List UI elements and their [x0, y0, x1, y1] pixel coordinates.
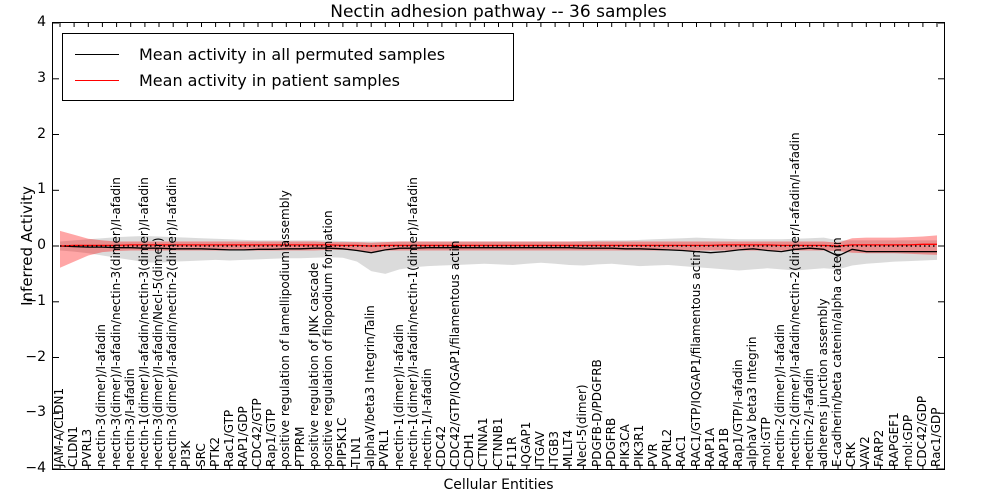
x-tick-label: RAP1A [702, 427, 717, 467]
x-tick-label: CTNNB1 [490, 417, 505, 467]
x-tick-label: CTNNA1 [476, 417, 491, 467]
x-tick-label: mol:GDP [900, 414, 915, 467]
x-tick-label: nectin-1/I-afadin [419, 368, 434, 467]
x-tick-label: RAPGEF1 [886, 412, 901, 467]
x-tick-label: PIK3CA [617, 424, 632, 467]
y-tick-label: −4 [25, 460, 46, 476]
x-tick-label: nectin-1(dimer)/I-afadin [391, 324, 406, 467]
x-tick-label: ITGAV [532, 431, 547, 467]
x-tick-label: PTPRM [292, 426, 307, 468]
x-tick-label: PVRL1 [377, 428, 392, 467]
x-tick-label: Rac1/GDP [929, 407, 943, 467]
x-tick-label: nectin-3(dimer)/I-afadin/Necl-5(dimer) [151, 237, 165, 467]
y-tick-label: −3 [25, 404, 46, 421]
x-tick-label: CDC42/GDP [914, 395, 929, 467]
x-tick-label: positive regulation of filopodium format… [320, 210, 335, 467]
x-tick-label: alphaV beta3 Integrin [745, 336, 760, 467]
x-tick-label: ITGB3 [547, 430, 562, 467]
x-tick-label: CDC42 [433, 425, 448, 467]
x-tick-label: VAV2 [858, 436, 873, 467]
line-permuted [59, 245, 937, 257]
x-tick-label: PTK2 [207, 436, 222, 467]
x-tick-label: nectin-3/I-afadin [122, 368, 137, 467]
y-tick-label: 4 [37, 14, 46, 30]
tick-marks [53, 23, 944, 469]
x-tick-label: PDGFB-D/PDGFRB [589, 359, 604, 467]
y-tick-label: 0 [37, 237, 46, 253]
x-tick-label: nectin-1(dimer)/I-afadin/nectin-1(dimer)… [405, 177, 420, 467]
x-tick-label: adherens junction assembly [815, 298, 830, 467]
x-tick-label: MLLT4 [561, 429, 576, 467]
x-tick-label: nectin-2(dimer)/I-afadin/nectin-2(dimer/… [787, 132, 802, 467]
x-tick-label: F11R [504, 436, 519, 467]
x-axis-label: Cellular Entities [443, 477, 554, 493]
x-tick-label: CDH1 [462, 432, 477, 467]
x-tick-label: nectin-1(dimer)/I-afadin/nectin-3(dimer)… [136, 177, 151, 467]
y-tick-label: 1 [37, 181, 46, 198]
x-tick-label: E-cadherin/beta catenin/alpha catenin [830, 237, 844, 467]
y-tick-label: 2 [37, 125, 46, 142]
legend-label-permuted: Mean activity in all permuted samples [139, 44, 446, 64]
x-tick-label: PDGFRB [603, 417, 618, 467]
x-tick-label: TLN1 [349, 436, 363, 467]
x-tick-label: JAM-A/CLDN1 [52, 387, 66, 467]
y-tick-label: 3 [37, 69, 46, 86]
x-tick-label: RAC1 [674, 435, 689, 467]
chart-canvas [53, 23, 944, 469]
x-tick-label: Rac1/GTP [221, 409, 236, 467]
line-patient [59, 243, 937, 247]
x-tick-label: PI3K [179, 440, 194, 467]
x-tick-label: PIK3R1 [632, 424, 646, 467]
x-tick-label: PVRL3 [80, 428, 95, 467]
x-tick-label: nectin-3(dimer)/I-afadin/nectin-2(dimer)… [165, 177, 180, 467]
x-tick-label: RAC1/GTP/IQGAP1/filamentous actin [688, 249, 703, 467]
y-tick-label: −2 [25, 348, 46, 365]
x-tick-label: Rap1/GTP [264, 408, 279, 467]
x-tick-label: Necl-5(dimer) [575, 384, 590, 467]
x-tick-label: mol:GTP [759, 417, 774, 467]
x-tick-label: Rap1/GTP/I-afadin [731, 359, 745, 467]
chart-title: Nectin adhesion pathway -- 36 samples [330, 2, 667, 22]
x-tick-label: CDC42/GTP [250, 398, 264, 467]
legend-label-patient: Mean activity in patient samples [139, 70, 400, 90]
permuted-line-sample-icon [75, 53, 119, 55]
x-tick-label: PIP5K1C [334, 417, 349, 467]
x-tick-label: RAP1/GDP [235, 406, 250, 467]
x-tick-label: RAP1B [716, 427, 731, 467]
x-tick-label: CRK [844, 442, 859, 467]
legend-row-patient: Mean activity in patient samples [75, 67, 501, 93]
x-tick-label: CDC42/GTP/IQGAP1/filamentous actin [448, 240, 463, 467]
legend: Mean activity in all permuted samples Me… [62, 33, 514, 101]
x-tick-label: alphaV/beta3 Integrin/Talin [363, 305, 378, 467]
x-tick-label: nectin-3(dimer)/I-afadin [94, 324, 109, 467]
x-tick-label: CLDN1 [66, 426, 81, 467]
x-tick-label: nectin-3(dimer)/I-afadin/nectin-3(dimer)… [108, 177, 123, 467]
x-tick-label: nectin-2(dimer)/I-afadin [773, 324, 788, 467]
x-tick-label: PVR [646, 443, 661, 467]
band-patient [60, 230, 937, 268]
x-tick-label: IQGAP1 [518, 421, 533, 467]
patient-line-sample-icon [75, 79, 119, 81]
x-tick-label: FARP2 [872, 429, 887, 467]
x-tick-label: PVRL2 [660, 428, 675, 467]
x-tick-label: SRC [193, 443, 208, 467]
x-tick-label: nectin-2/I-afadin [801, 368, 816, 467]
x-tick-label: positive regulation of lamellipodium ass… [278, 190, 293, 467]
x-tick-label: positive regulation of JNK cascade [306, 262, 321, 467]
y-tick-label: −1 [25, 292, 46, 309]
legend-row-permuted: Mean activity in all permuted samples [75, 41, 501, 67]
